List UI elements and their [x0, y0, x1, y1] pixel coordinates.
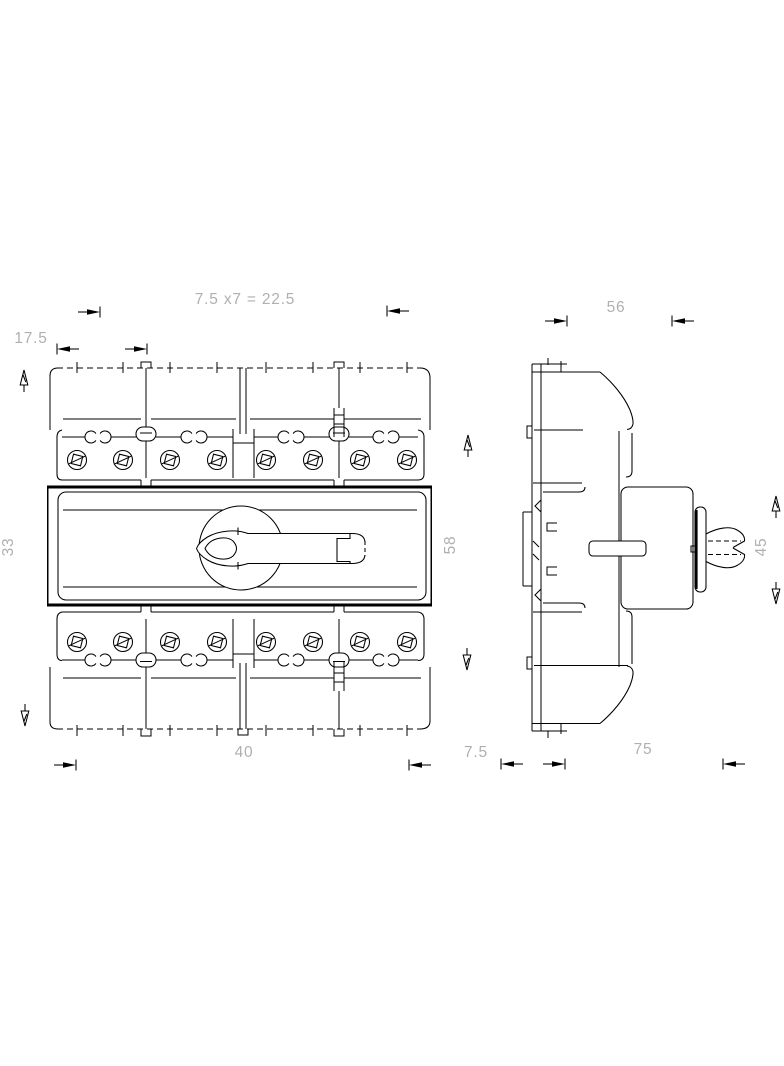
dimension-arrow: [542, 757, 566, 771]
front-bottom-terminal-block: [49, 662, 431, 737]
dim-label-handle-width: 45: [753, 538, 770, 557]
side-view: [522, 358, 746, 738]
din-rail: [522, 511, 557, 587]
dimension-arrow: [53, 758, 77, 772]
dimension-arrow: [56, 342, 80, 356]
dim-label-front-width: 40: [235, 744, 254, 761]
front-top-screw-band: [56, 426, 425, 486]
dim-label-front-height: 33: [0, 538, 17, 557]
dimension-arrow: [671, 314, 695, 328]
dimension-arrow: [386, 304, 410, 318]
front-view: [47, 361, 432, 737]
side-top-cap: [532, 358, 634, 431]
terminal-screws-top: [66, 449, 418, 471]
rail-clip-teeth: [534, 499, 542, 602]
dimension-arrow: [463, 434, 473, 458]
dim-label-rail-offset: 7.5: [464, 744, 488, 761]
switch-handle[interactable]: [195, 527, 367, 570]
terminal-screws-bottom: [66, 631, 418, 653]
dimension-arrow: [408, 758, 432, 772]
handle-shaft: [588, 540, 647, 557]
dimension-arrow: [544, 314, 568, 328]
dimension-arrow: [124, 342, 148, 356]
side-bottom-cap: [532, 665, 634, 738]
handle-grip-inner: [204, 537, 238, 560]
dimension-arrow: [500, 757, 524, 771]
dimension-arrow: [77, 305, 101, 319]
dim-label-mid-height: 58: [442, 536, 459, 555]
front-top-terminal-block: [49, 361, 431, 437]
front-body: [47, 485, 432, 607]
dimension-annotations: 7.5 x7 = 22.5 17.5 56 40 7.5 75 33 58 45: [0, 291, 781, 772]
handle-blade[interactable]: [690, 506, 746, 593]
dim-label-left-offset: 17.5: [14, 330, 47, 347]
dim-label-body-depth: 56: [607, 299, 626, 316]
dimension-arrow: [20, 703, 30, 727]
dimension-arrow: [19, 369, 29, 393]
dimension-arrow: [771, 495, 781, 519]
dimension-arrow: [462, 647, 472, 671]
dim-label-top-pitch: 7.5 x7 = 22.5: [195, 291, 295, 308]
dimension-arrow: [771, 581, 781, 605]
front-bottom-screw-band: [56, 606, 425, 668]
dimension-arrow: [722, 757, 746, 771]
dim-label-total-depth: 75: [634, 741, 653, 758]
